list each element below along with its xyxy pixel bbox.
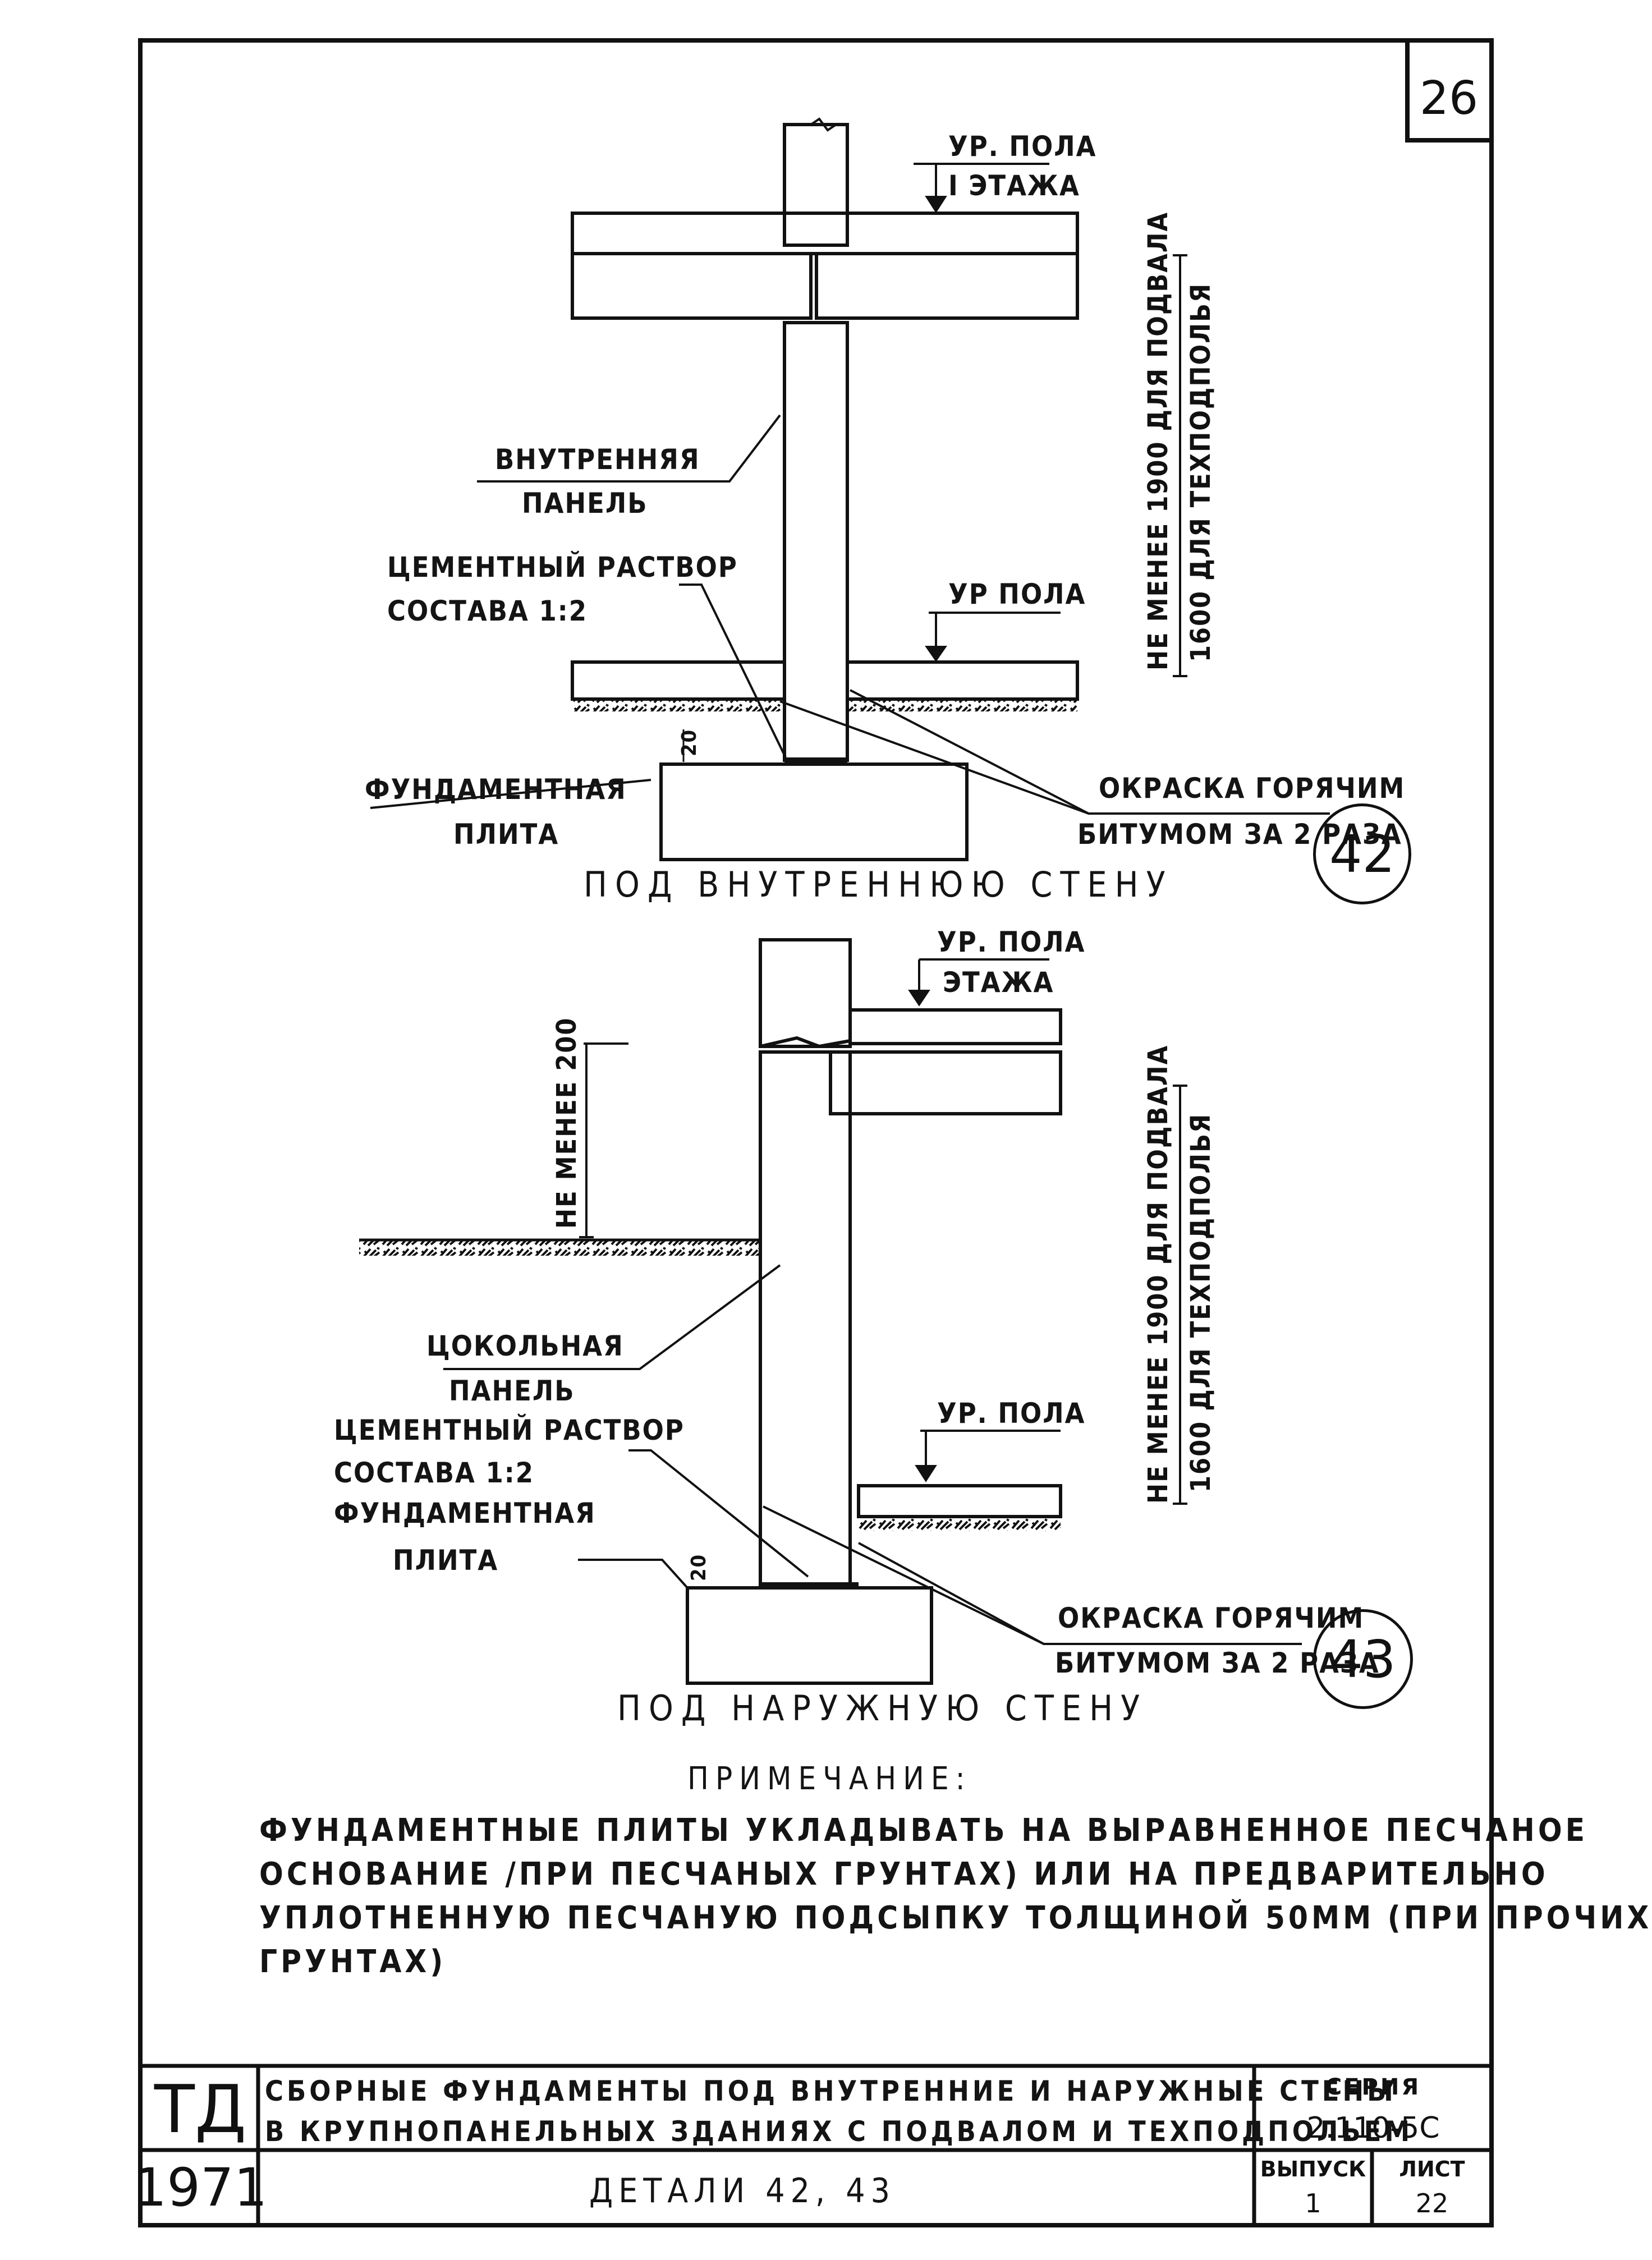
d42-mortar-2: СОСТАВА 1:2 — [387, 595, 588, 627]
title-block-lines — [140, 2064, 1492, 2225]
tb-sheet-label: ЛИСТ — [1399, 2157, 1465, 2181]
note-line-4: ГРУНТАХ) — [259, 1944, 447, 1980]
d42-height-2: 1600 ДЛЯ ТЕХПОДПОЛЬЯ — [1185, 282, 1217, 662]
d43-height-1: НЕ МЕНЕЕ 1900 ДЛЯ ПОДВАЛА — [1142, 1044, 1174, 1504]
d42-foundation-1: ФУНДАМЕНТНАЯ — [365, 773, 627, 806]
d43-caption: ПОД НАРУЖНУЮ СТЕНУ — [617, 1688, 1148, 1729]
d42-bitumen-1: ОКРАСКА ГОРЯЧИМ — [1099, 772, 1406, 805]
note-heading: ПРИМЕЧАНИЕ: — [687, 1761, 972, 1797]
page-number: 26 — [1419, 71, 1479, 125]
d42-floor-level-2: I ЭТАЖА — [948, 169, 1080, 202]
d42-floor-level-1: УР. ПОЛА — [948, 130, 1097, 163]
sheet-frame — [138, 38, 1494, 2227]
d42-foundation-2: ПЛИТА — [453, 818, 559, 851]
slab-left — [571, 252, 813, 320]
d43-plinth-1: ЦОКОЛЬНАЯ — [426, 1330, 624, 1362]
d43-mortar-1: ЦЕМЕНТНЫЙ РАСТВОР — [334, 1414, 685, 1446]
d43-mortar-2: СОСТАВА 1:2 — [334, 1457, 535, 1489]
tb-subtitle: ДЕТАЛИ 42, 43 — [589, 2171, 896, 2211]
tb-issue-value: 1 — [1305, 2188, 1321, 2218]
note-line-3: УПЛОТНЕННУЮ ПЕСЧАНУЮ ПОДСЫПКУ ТОЛЩИНОЙ 5… — [259, 1900, 1652, 1936]
tb-series-label: СЕРИЯ — [1325, 2074, 1421, 2100]
d43-floor-level-1: УР. ПОЛА — [937, 926, 1086, 958]
foundation-slab-43 — [686, 1586, 933, 1685]
tb-sheet-value: 22 — [1415, 2188, 1449, 2218]
plinth-panel — [759, 1050, 852, 1587]
d43-bitumen-1: ОКРАСКА ГОРЯЧИМ — [1058, 1602, 1365, 1634]
d43-foundation-1: ФУНДАМЕНТНАЯ — [334, 1497, 596, 1529]
d42-inner-panel-1: ВНУТРЕННЯЯ — [495, 443, 700, 476]
d43-plinth-2: ПАНЕЛЬ — [449, 1375, 575, 1407]
d42-height-1: НЕ МЕНЕЕ 1900 ДЛЯ ПОДВАЛА — [1142, 211, 1174, 670]
d43-height-2: 1600 ДЛЯ ТЕХПОДПОЛЬЯ — [1185, 1113, 1217, 1492]
tb-title-1: СБОРНЫЕ ФУНДАМЕНТЫ ПОД ВНУТРЕННИЕ И НАРУ… — [265, 2075, 1397, 2107]
detail-42-graphics — [370, 117, 1330, 861]
slab-upper — [571, 212, 1079, 255]
tb-org: ТД — [154, 2070, 247, 2148]
inner-panel — [783, 321, 849, 762]
d43-floor-level-2: ЭТАЖА — [943, 966, 1054, 999]
d43-detail-number: 43 — [1313, 1609, 1413, 1709]
d42-mortar-1: ЦЕМЕНТНЫЙ РАСТВОР — [387, 551, 738, 584]
detail-43-graphics — [359, 938, 1302, 1685]
d43-min-200: НЕ МЕНЕЕ 200 — [551, 1017, 582, 1229]
d43-dim-20: 20 — [687, 1553, 710, 1581]
tb-series-value: 2.110-5С — [1306, 2111, 1440, 2145]
page-number-box — [1405, 40, 1492, 143]
tb-year: 1971 — [133, 2157, 268, 2218]
d42-inner-panel-2: ПАНЕЛЬ — [522, 487, 648, 520]
d43-floor-level: УР. ПОЛА — [937, 1397, 1086, 1430]
d42-dim-20: 20 — [678, 728, 701, 756]
tb-title-2: В КРУПНОПАНЕЛЬНЫХ ЗДАНИЯХ С ПОДВАЛОМ И Т… — [265, 2115, 1414, 2148]
d42-caption: ПОД ВНУТРЕННЮЮ СТЕНУ — [584, 864, 1173, 905]
tb-issue-label: ВЫПУСК — [1260, 2157, 1366, 2181]
d43-foundation-2: ПЛИТА — [393, 1544, 499, 1577]
note-line-1: ФУНДАМЕНТНЫЕ ПЛИТЫ УКЛАДЫВАТЬ НА ВЫРАВНЕ… — [259, 1812, 1589, 1849]
slab-right — [815, 252, 1079, 320]
d42-detail-number: 42 — [1313, 803, 1411, 904]
note-line-2: ОСНОВАНИЕ /ПРИ ПЕСЧАНЫХ ГРУНТАХ) ИЛИ НА … — [259, 1856, 1549, 1892]
foundation-slab-42 — [659, 762, 969, 861]
d42-floor-level: УР ПОЛА — [948, 578, 1086, 610]
